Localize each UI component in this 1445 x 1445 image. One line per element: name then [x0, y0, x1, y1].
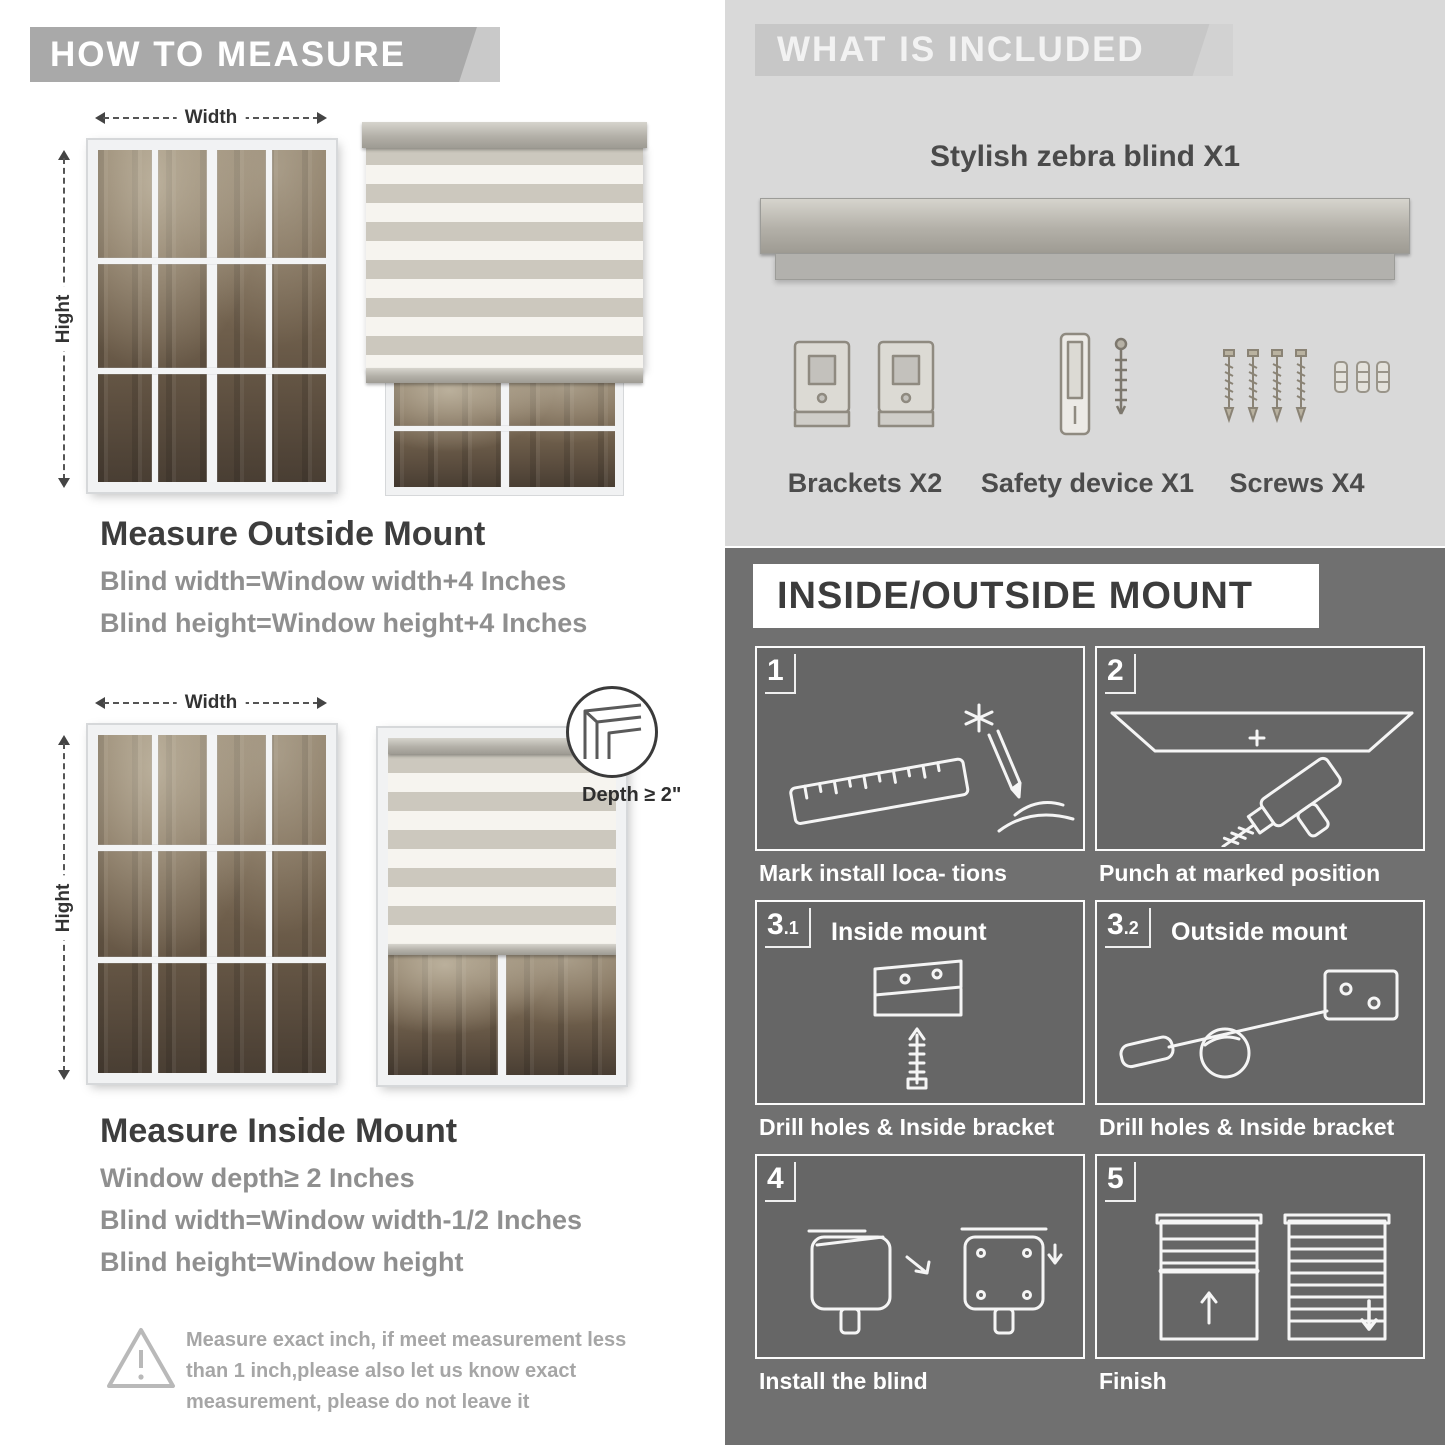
what-is-included-banner: WHAT IS INCLUDED: [755, 24, 1233, 76]
window-center-mullion: [207, 735, 217, 1073]
step-3-2-title: Outside mount: [1171, 918, 1348, 946]
step-2-caption: Punch at marked position: [1099, 860, 1381, 886]
mount-banner: INSIDE/OUTSIDE MOUNT: [753, 564, 1319, 628]
window-grid-bar: [98, 368, 326, 375]
mount-banner-label: INSIDE/OUTSIDE MOUNT: [777, 575, 1254, 617]
height-arrow-inside: Hight: [53, 735, 75, 1080]
screws-label: Screws X4: [1229, 468, 1365, 498]
arrowhead-left-icon: [95, 112, 105, 124]
arrowhead-right-icon: [317, 112, 327, 124]
step-1-mark-illustration: [789, 703, 1075, 833]
step-3-1-box: 3.1 Inside mount: [755, 900, 1085, 1105]
step-4-box: 4: [755, 1154, 1085, 1359]
zebra-blind-headrail: [362, 122, 647, 148]
step-1-number: 1: [765, 654, 796, 694]
step-3-2-number: 3.2: [1105, 908, 1151, 948]
blind-outside-mount-illustration: [362, 122, 647, 495]
zebra-blind-headrail-illustration: [760, 198, 1410, 254]
arrowhead-down-icon: [58, 478, 70, 488]
inside-mount-heading: Measure Inside Mount: [100, 1112, 458, 1150]
window-grid-bar: [98, 844, 326, 851]
depth-label: Depth ≥ 2": [582, 784, 682, 806]
width-arrow-inside: Width: [95, 692, 327, 714]
step-1-box: 1: [755, 646, 1085, 851]
width-label: Width: [176, 692, 246, 714]
step-3-1-caption: Drill holes & Inside bracket: [759, 1114, 1055, 1140]
window-behind-blind: [386, 372, 623, 495]
arrowhead-up-icon: [58, 735, 70, 745]
inside-mount-line-3: Blind height=Window height: [100, 1247, 464, 1277]
brackets-label: Brackets X2: [787, 468, 943, 498]
how-to-measure-banner: HOW TO MEASURE: [30, 27, 500, 82]
arrowhead-left-icon: [95, 697, 105, 709]
inside-mount-line-1: Window depth≥ 2 Inches: [100, 1163, 415, 1193]
window-grid-bar: [152, 735, 158, 1073]
window-grid-bar: [394, 426, 615, 431]
window-grid-bar: [152, 150, 158, 482]
outside-mount-line-2: Blind height=Window height+4 Inches: [100, 608, 588, 638]
zebra-blind-bottom-rail: [388, 944, 616, 955]
step-5-number: 5: [1105, 1162, 1136, 1202]
window-illustration-outside: [88, 140, 336, 492]
window-corner-icon: [583, 703, 642, 759]
step-4-number: 4: [765, 1162, 796, 1202]
zebra-blind-fabric: [366, 146, 643, 370]
step-3-1-number: 3.1: [765, 908, 811, 948]
height-label: Hight: [53, 286, 75, 352]
step-3-2-caption: Drill holes & Inside bracket: [1099, 1114, 1395, 1140]
step-4-install-illustration: [807, 1227, 1063, 1335]
measure-warning-text: Measure exact inch, if meet measurement …: [186, 1329, 627, 1413]
width-arrow-outside: Width: [95, 107, 327, 129]
step-2-drill-illustration: [1110, 711, 1414, 847]
window-frame: [378, 728, 626, 1085]
window-grid-bar: [266, 735, 272, 1073]
step-2-box: 2: [1095, 646, 1425, 851]
step-4-caption: Install the blind: [759, 1368, 928, 1394]
arrowhead-up-icon: [58, 150, 70, 160]
window-illustration-inside: [88, 725, 336, 1083]
how-to-measure-banner-label: HOW TO MEASURE: [50, 35, 406, 74]
inside-mount-line-2: Blind width=Window width-1/2 Inches: [100, 1205, 583, 1235]
step-3-1-title: Inside mount: [831, 918, 987, 946]
window-frame: [88, 725, 336, 1083]
step-1-caption: Mark install loca- tions: [759, 860, 1007, 886]
blind-inside-mount-illustration: [378, 728, 626, 1085]
step-3-1-bracket-illustration: [873, 959, 963, 1090]
safety-device-icon: [1059, 332, 1128, 436]
zebra-blind-headrail: [388, 738, 616, 754]
step-5-caption: Finish: [1099, 1368, 1167, 1394]
window-center-mullion: [207, 150, 217, 482]
window-grid-bar: [98, 257, 326, 264]
safety-device-label: Safety device X1: [980, 468, 1195, 498]
warning-icon: [103, 1322, 179, 1398]
product-title: Stylish zebra blind X1: [929, 140, 1241, 173]
what-is-included-panel: WHAT IS INCLUDED Stylish zebra blind X1 …: [725, 0, 1445, 546]
depth-callout-circle: [566, 686, 658, 778]
zebra-blind-rail-lip: [775, 254, 1395, 280]
height-arrow-outside: Hight: [53, 150, 75, 488]
window-center-mullion: [500, 380, 509, 487]
step-3-2-bracket-illustration: [1119, 969, 1399, 1079]
arrowhead-right-icon: [317, 697, 327, 709]
outside-mount-line-1: Blind width=Window width+4 Inches: [100, 566, 567, 596]
window-center-mullion: [498, 953, 506, 1075]
what-is-included-banner-label: WHAT IS INCLUDED: [777, 30, 1145, 69]
zebra-blind-bottom-rail: [366, 368, 643, 383]
width-label: Width: [176, 107, 246, 129]
height-label: Hight: [53, 875, 75, 940]
arrowhead-down-icon: [58, 1070, 70, 1080]
mount-instructions-panel: INSIDE/OUTSIDE MOUNT 1 Mark install loca…: [725, 548, 1445, 1445]
window-grid-bar: [266, 150, 272, 482]
brackets-icon: [793, 340, 935, 428]
screws-icon: [1223, 349, 1390, 421]
step-3-2-box: 3.2 Outside mount: [1095, 900, 1425, 1105]
step-2-number: 2: [1105, 654, 1136, 694]
outside-mount-heading: Measure Outside Mount: [100, 515, 486, 553]
step-5-box: 5: [1095, 1154, 1425, 1359]
window-grid-bar: [98, 957, 326, 964]
zebra-blind-fabric: [388, 754, 616, 954]
window-frame: [88, 140, 336, 492]
step-5-finish-illustration: [1155, 1213, 1391, 1341]
